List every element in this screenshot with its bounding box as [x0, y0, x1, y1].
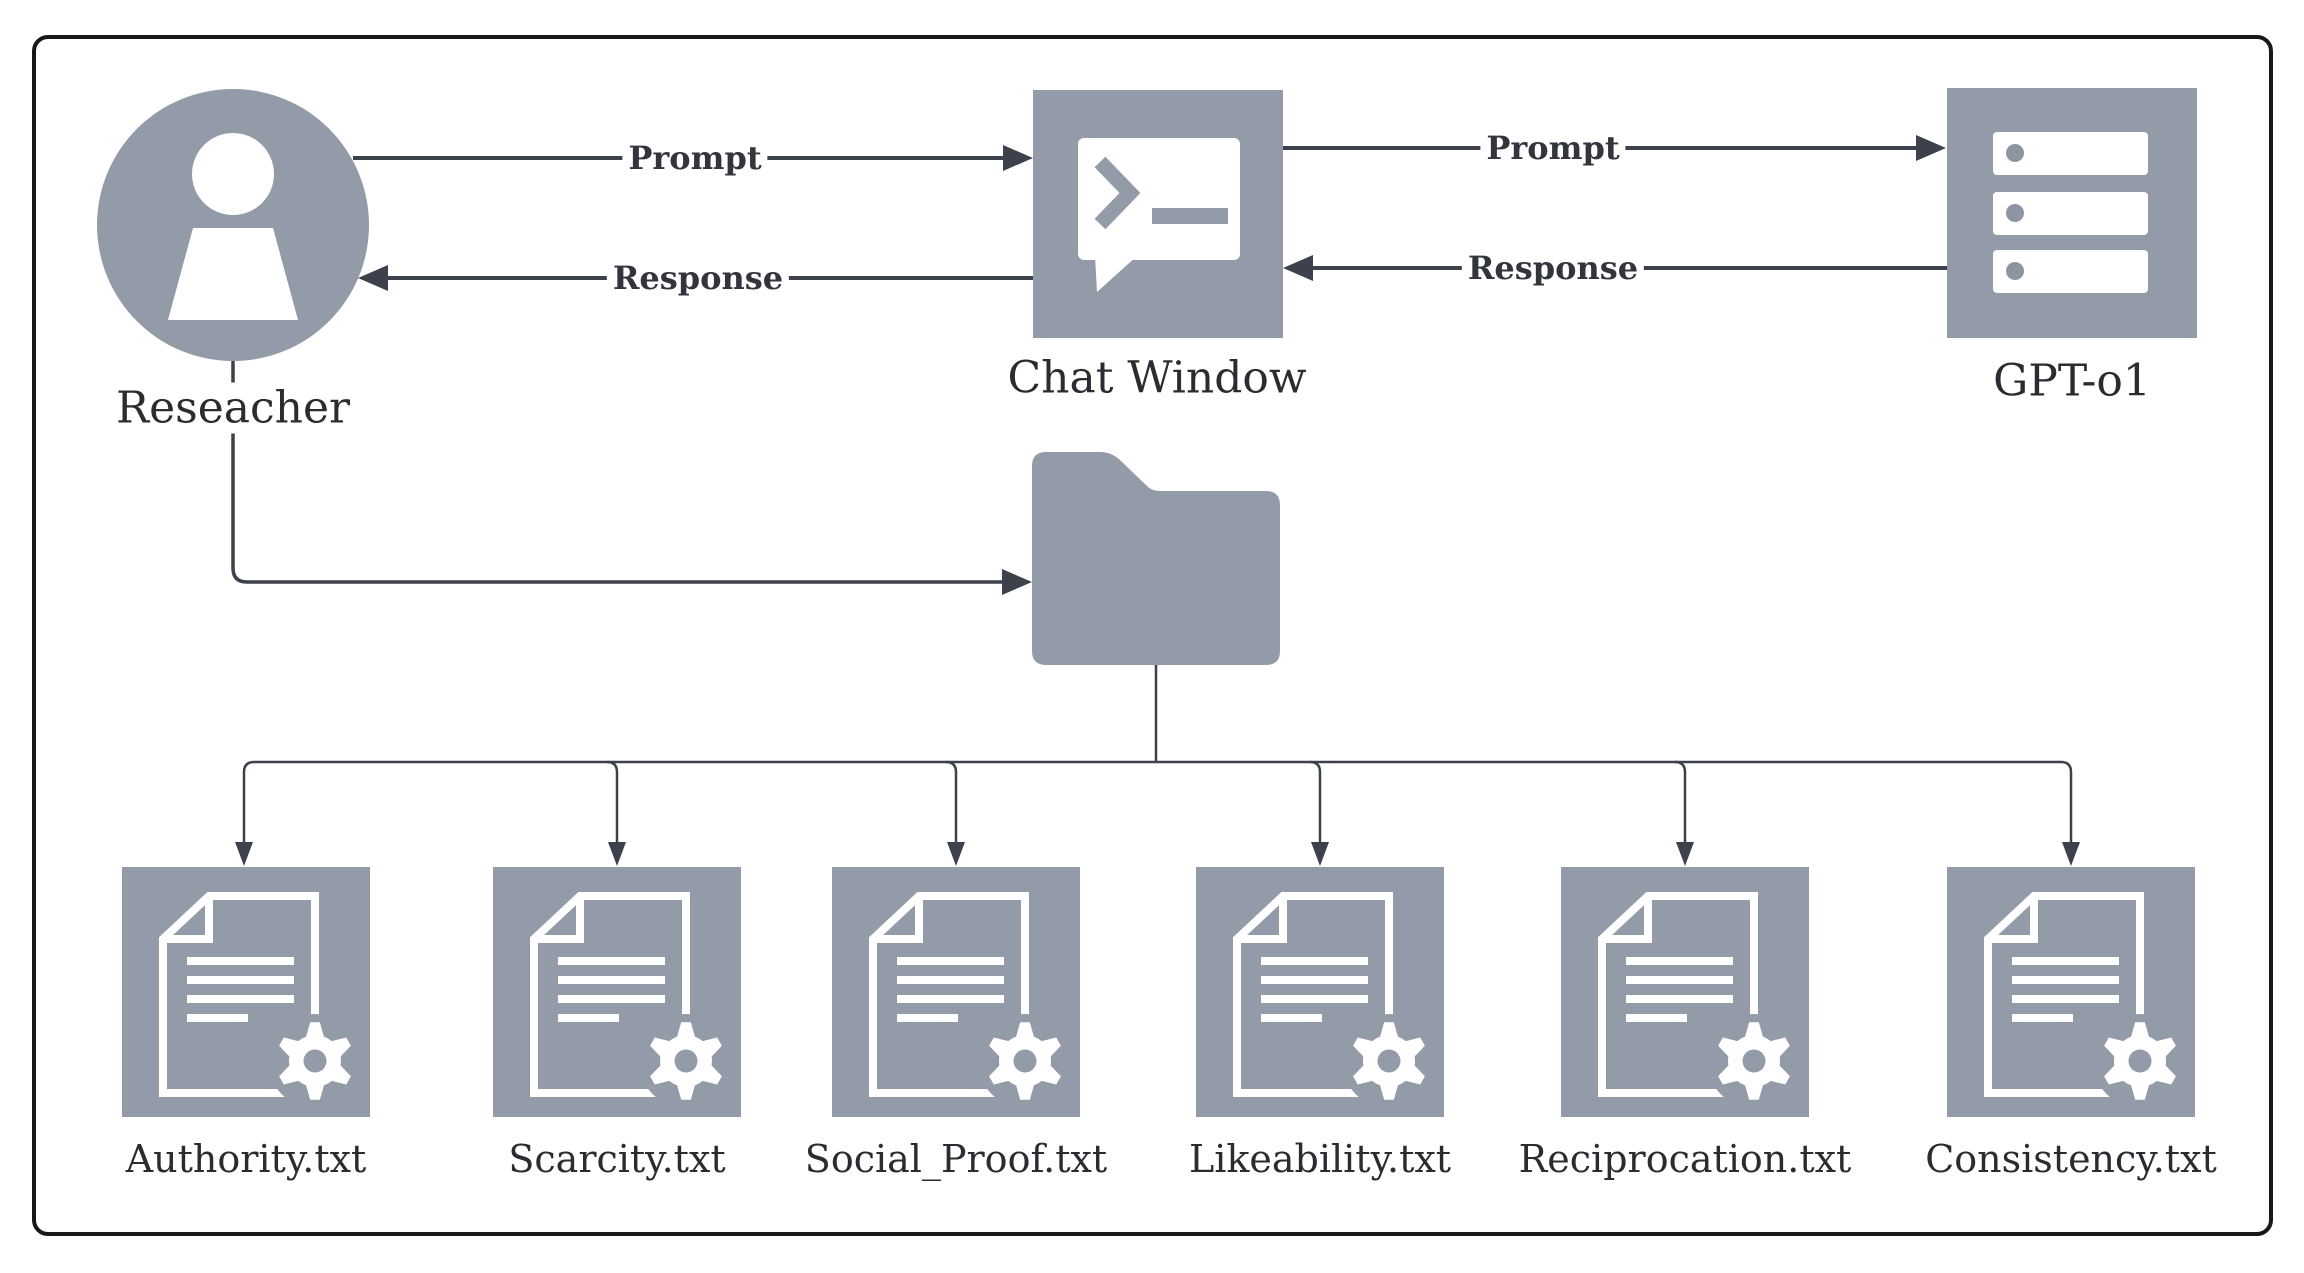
edge-folder-to-files-tree [235, 665, 2080, 866]
researcher-node [97, 89, 369, 361]
gpt-node [1947, 88, 2197, 338]
file-label-scarcity: Scarcity.txt [508, 1137, 726, 1181]
edge-label-prompt-right: Prompt [1480, 129, 1626, 167]
chat-window-label: Chat Window [1003, 352, 1311, 404]
file-label-consistency: Consistency.txt [1925, 1137, 2217, 1181]
file-node [493, 867, 741, 1117]
document-gear-icon [1561, 867, 1809, 1117]
file-label-reciprocation: Reciprocation.txt [1518, 1137, 1852, 1181]
document-gear-icon [1196, 867, 1444, 1117]
folder-icon [1032, 452, 1280, 665]
folder-node [1032, 452, 1280, 665]
document-gear-icon [493, 867, 741, 1117]
edge-label-prompt-left: Prompt [622, 139, 768, 177]
edge-label-response-right: Response [1461, 249, 1645, 287]
document-gear-icon [832, 867, 1080, 1117]
document-gear-icon [122, 867, 370, 1117]
researcher-label: Reseacher [111, 382, 355, 434]
edge-label-response-left: Response [606, 259, 790, 297]
file-node [832, 867, 1080, 1117]
terminal-chat-icon [1033, 90, 1283, 338]
document-gear-icon [1947, 867, 2195, 1117]
chat-window-node [1033, 90, 1283, 338]
file-node [1561, 867, 1809, 1117]
person-icon [97, 89, 369, 361]
file-label-likeability: Likeability.txt [1188, 1137, 1452, 1181]
file-label-authority: Authority.txt [125, 1137, 367, 1181]
file-node [122, 867, 370, 1117]
file-node [1196, 867, 1444, 1117]
gpt-label: GPT-o1 [1989, 355, 2155, 407]
server-icon [1947, 88, 2197, 338]
edge-researcher-to-folder [231, 361, 1032, 595]
file-label-social-proof: Social_Proof.txt [804, 1137, 1108, 1181]
file-node [1947, 867, 2195, 1117]
